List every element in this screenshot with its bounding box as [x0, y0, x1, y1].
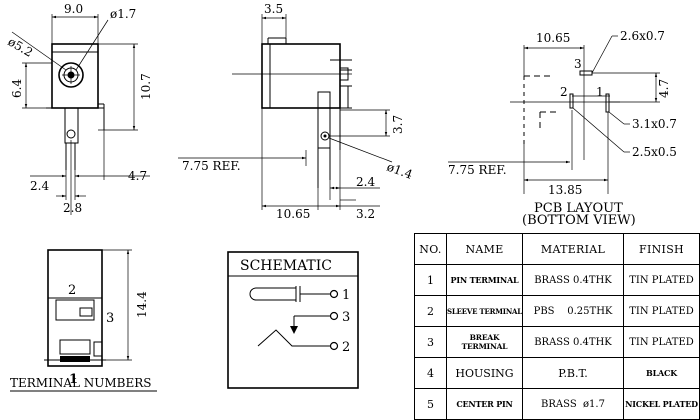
- col-finish: FINISH: [623, 233, 700, 265]
- plug-symbol: [249, 287, 297, 301]
- dim-height-right: 10.7: [139, 73, 153, 100]
- pcb-layout: [448, 35, 660, 194]
- dim-pcb-slot1: 3.1x0.7: [632, 117, 677, 131]
- side-body: [261, 43, 341, 109]
- dim-term-height: 14.4: [135, 291, 149, 318]
- dim-side-bottom-c: 3.2: [356, 207, 375, 221]
- terminal-label-1: 1: [69, 372, 78, 387]
- dim-height-left: 6.4: [10, 79, 24, 98]
- terminal-label-3: 3: [106, 311, 114, 326]
- dim-pcb-ref: 7.75 REF.: [448, 163, 507, 177]
- dim-side-right: 3.7: [391, 115, 405, 134]
- dim-pcb-bottom: 13.85: [548, 183, 582, 197]
- cell-name: PIN TERMINAL: [446, 264, 523, 296]
- pcb-layout-title: PCB LAYOUT: [534, 201, 623, 216]
- dim-side-bottom-b: 10.65: [276, 207, 310, 221]
- dim-pin-dia: ø1.7: [110, 7, 136, 21]
- cell-finish: BLACK: [623, 357, 700, 389]
- technical-drawing: 9.0 ø1.7 ø5.2 6.4 10.7 2.4 4.7 2.8: [6, 2, 677, 392]
- cell-no: 4: [414, 357, 447, 389]
- dim-pcb-slot3: 2.6x0.7: [620, 29, 665, 43]
- pcb-label-1: 1: [596, 85, 604, 99]
- table-row: 4 HOUSING P.B.T. BLACK: [414, 357, 700, 389]
- schematic-pin-1: 1: [342, 288, 350, 303]
- cell-finish: TIN PLATED: [623, 295, 700, 327]
- dim-pcb-top: 10.65: [536, 31, 570, 45]
- pcb-slot-3: [579, 70, 593, 76]
- dim-width-top: 9.0: [64, 2, 83, 16]
- terminal-caption: TERMINAL NUMBERS: [10, 376, 152, 390]
- pcb-label-2: 2: [560, 85, 568, 99]
- table-row: 2 SLEEVE TERMINAL PBS 0.25THK TIN PLATED: [414, 295, 700, 327]
- col-no: NO.: [414, 233, 447, 265]
- cell-name: SLEEVE TERMINAL: [446, 295, 523, 327]
- table-header-row: NO. NAME MATERIAL FINISH: [414, 233, 700, 265]
- cell-finish: TIN PLATED: [623, 264, 700, 296]
- dim-side-top: 3.5: [264, 2, 283, 16]
- pcb-layout-subtitle: (BOTTOM VIEW): [522, 213, 636, 228]
- dim-side-hole: ø1.4: [385, 160, 415, 182]
- schematic: [227, 251, 359, 389]
- front-view: [11, 14, 150, 215]
- pcb-slot-2: [569, 93, 574, 109]
- dim-pcb-slot2: 2.5x0.5: [632, 145, 677, 159]
- terminal-body: [47, 249, 103, 367]
- table-row: 3 BREAK TERMINAL BRASS 0.4THK TIN PLATED: [414, 326, 700, 358]
- cell-name: HOUSING: [446, 357, 523, 389]
- terminal-1-pad: [60, 356, 90, 362]
- dim-bottom-center: 2.8: [63, 201, 82, 215]
- cell-material: PBS 0.25THK: [522, 295, 624, 327]
- dim-pcb-height: 4.7: [657, 79, 671, 98]
- cell-finish: TIN PLATED: [623, 326, 700, 358]
- cell-material: BRASS 0.4THK: [522, 264, 624, 296]
- side-view: [178, 14, 393, 210]
- outer-circle: [58, 62, 84, 88]
- cell-no: 3: [414, 326, 447, 358]
- cell-no: 1: [414, 264, 447, 296]
- terminal-label-2: 2: [68, 283, 76, 298]
- dim-side-bottom-a: 2.4: [356, 175, 375, 189]
- schematic-box: [227, 251, 359, 389]
- spec-table: NO. NAME MATERIAL FINISH 1 PIN TERMINAL …: [414, 233, 700, 420]
- cell-no: 2: [414, 295, 447, 327]
- cell-name: BREAK TERMINAL: [446, 326, 523, 358]
- cell-finish: NICKEL PLATED: [623, 388, 700, 420]
- pcb-slot-1: [605, 93, 610, 113]
- terminal-view: [44, 249, 132, 367]
- schematic-pin-2: 2: [342, 340, 350, 355]
- dim-outer-dia: ø5.2: [6, 34, 36, 59]
- dim-bottom-left: 2.4: [30, 179, 49, 193]
- cell-material: BRASS 0.4THK: [522, 326, 624, 358]
- table-row: 1 PIN TERMINAL BRASS 0.4THK TIN PLATED: [414, 264, 700, 296]
- dim-bottom-right: 4.7: [128, 169, 147, 183]
- pcb-label-3: 3: [574, 57, 582, 71]
- cell-name: CENTER PIN: [446, 388, 523, 420]
- col-material: MATERIAL: [522, 233, 624, 265]
- cell-material: BRASS ø1.7: [522, 388, 624, 420]
- cell-no: 5: [414, 388, 447, 420]
- dim-side-ref: 7.75 REF.: [182, 159, 241, 173]
- col-name: NAME: [446, 233, 523, 265]
- cell-material: P.B.T.: [522, 357, 624, 389]
- schematic-title: SCHEMATIC: [240, 258, 332, 274]
- table-row: 5 CENTER PIN BRASS ø1.7 NICKEL PLATED: [414, 388, 700, 420]
- schematic-pin-3: 3: [342, 310, 350, 325]
